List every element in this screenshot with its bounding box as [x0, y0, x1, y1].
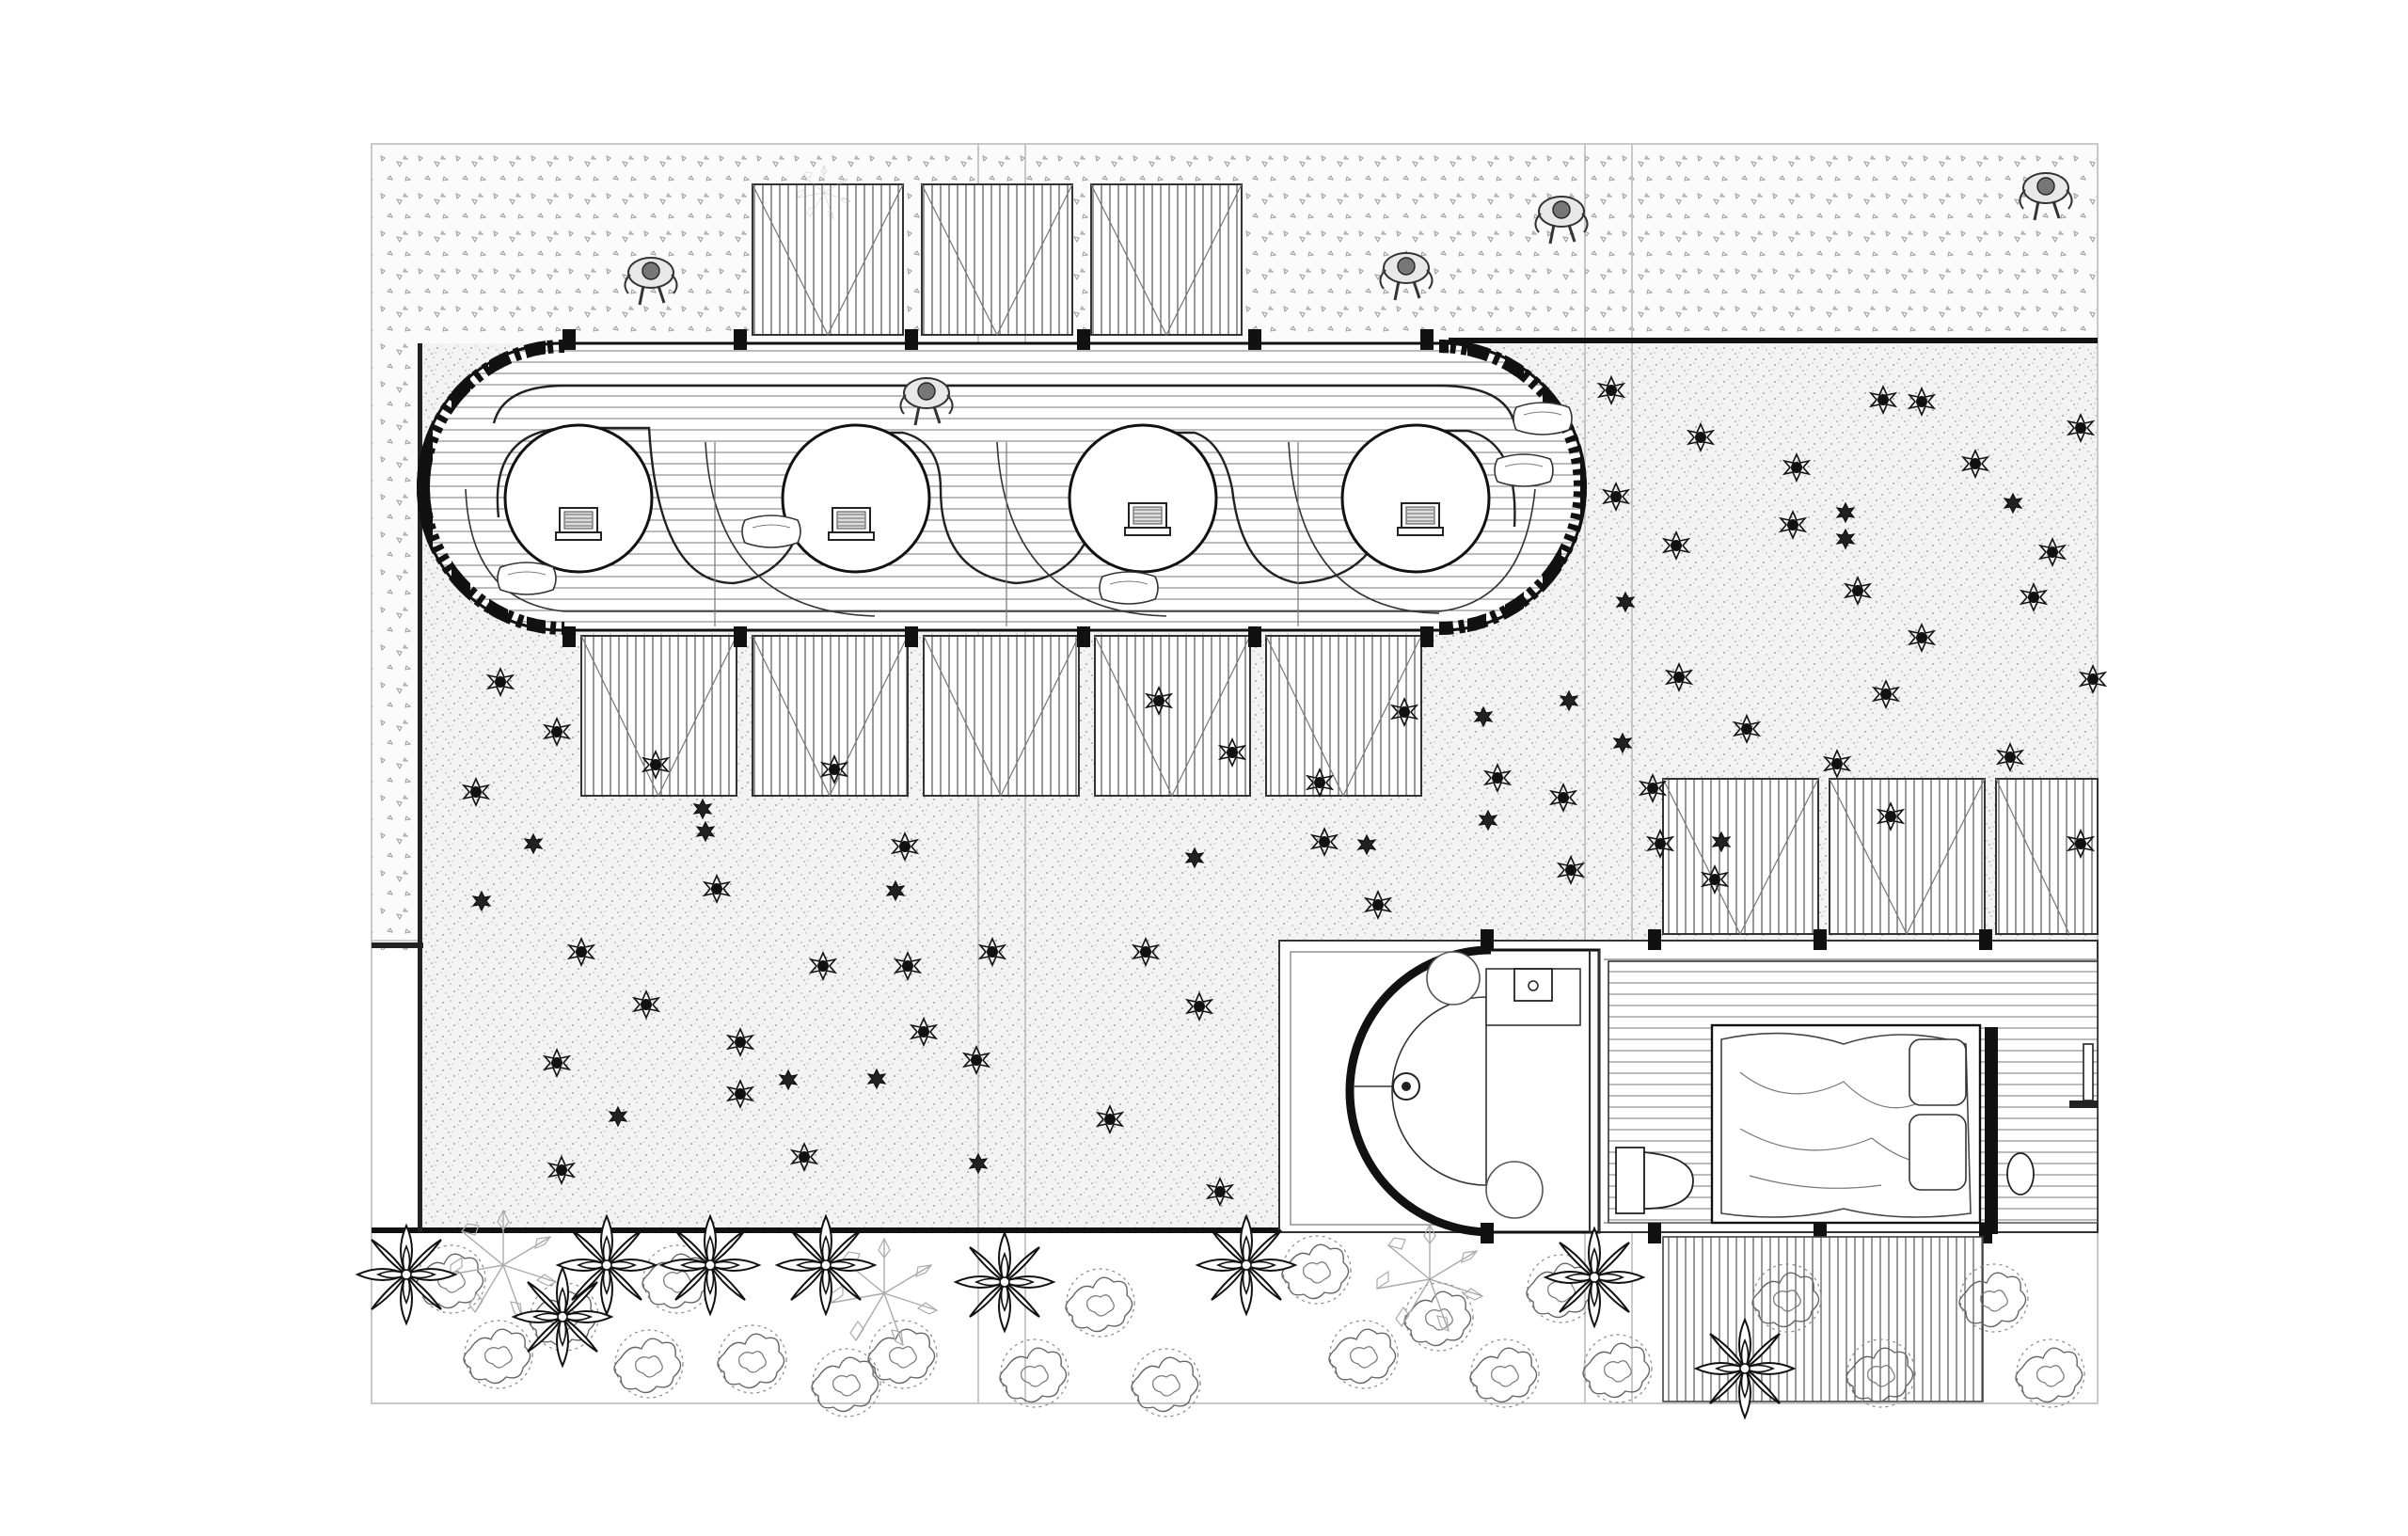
bed-wall [1985, 1027, 1998, 1234]
round-desk [781, 423, 931, 574]
cushion-icon [497, 562, 557, 595]
round-desk [1068, 423, 1218, 574]
boundary-wall-bottom [372, 1227, 1632, 1233]
deck-row-right [1662, 778, 2099, 936]
deck-row-top [752, 183, 1243, 337]
cushion-icon [741, 515, 801, 548]
left-bay-wall [372, 942, 423, 948]
deck-row-middle [580, 635, 1422, 798]
round-desk [503, 423, 654, 574]
cushion-icon [1494, 453, 1554, 487]
column-posts [562, 329, 1434, 647]
coworking-pavilion [417, 340, 1587, 635]
laptop-icon [555, 507, 602, 541]
plan-frame [371, 143, 2099, 1404]
blank-left-bay [372, 950, 419, 1232]
boundary-wall-left [418, 343, 422, 1232]
cabin-unit [1278, 929, 2099, 1402]
sink-icon [2006, 1152, 2035, 1196]
planter-icon [1426, 951, 1481, 1006]
toilet-icon [1615, 1147, 1694, 1214]
round-desk [1340, 423, 1491, 574]
bed-icon [1710, 1023, 1982, 1225]
cushion-icon [1513, 402, 1573, 435]
boundary-wall-top-right [1449, 338, 2098, 343]
pebble-strip-left [372, 343, 419, 950]
cushion-icon [1099, 571, 1159, 605]
laptop-icon [1397, 502, 1444, 536]
planter-icon [1485, 1161, 1544, 1219]
laptop-icon [1124, 502, 1171, 536]
laptop-icon [828, 507, 875, 541]
